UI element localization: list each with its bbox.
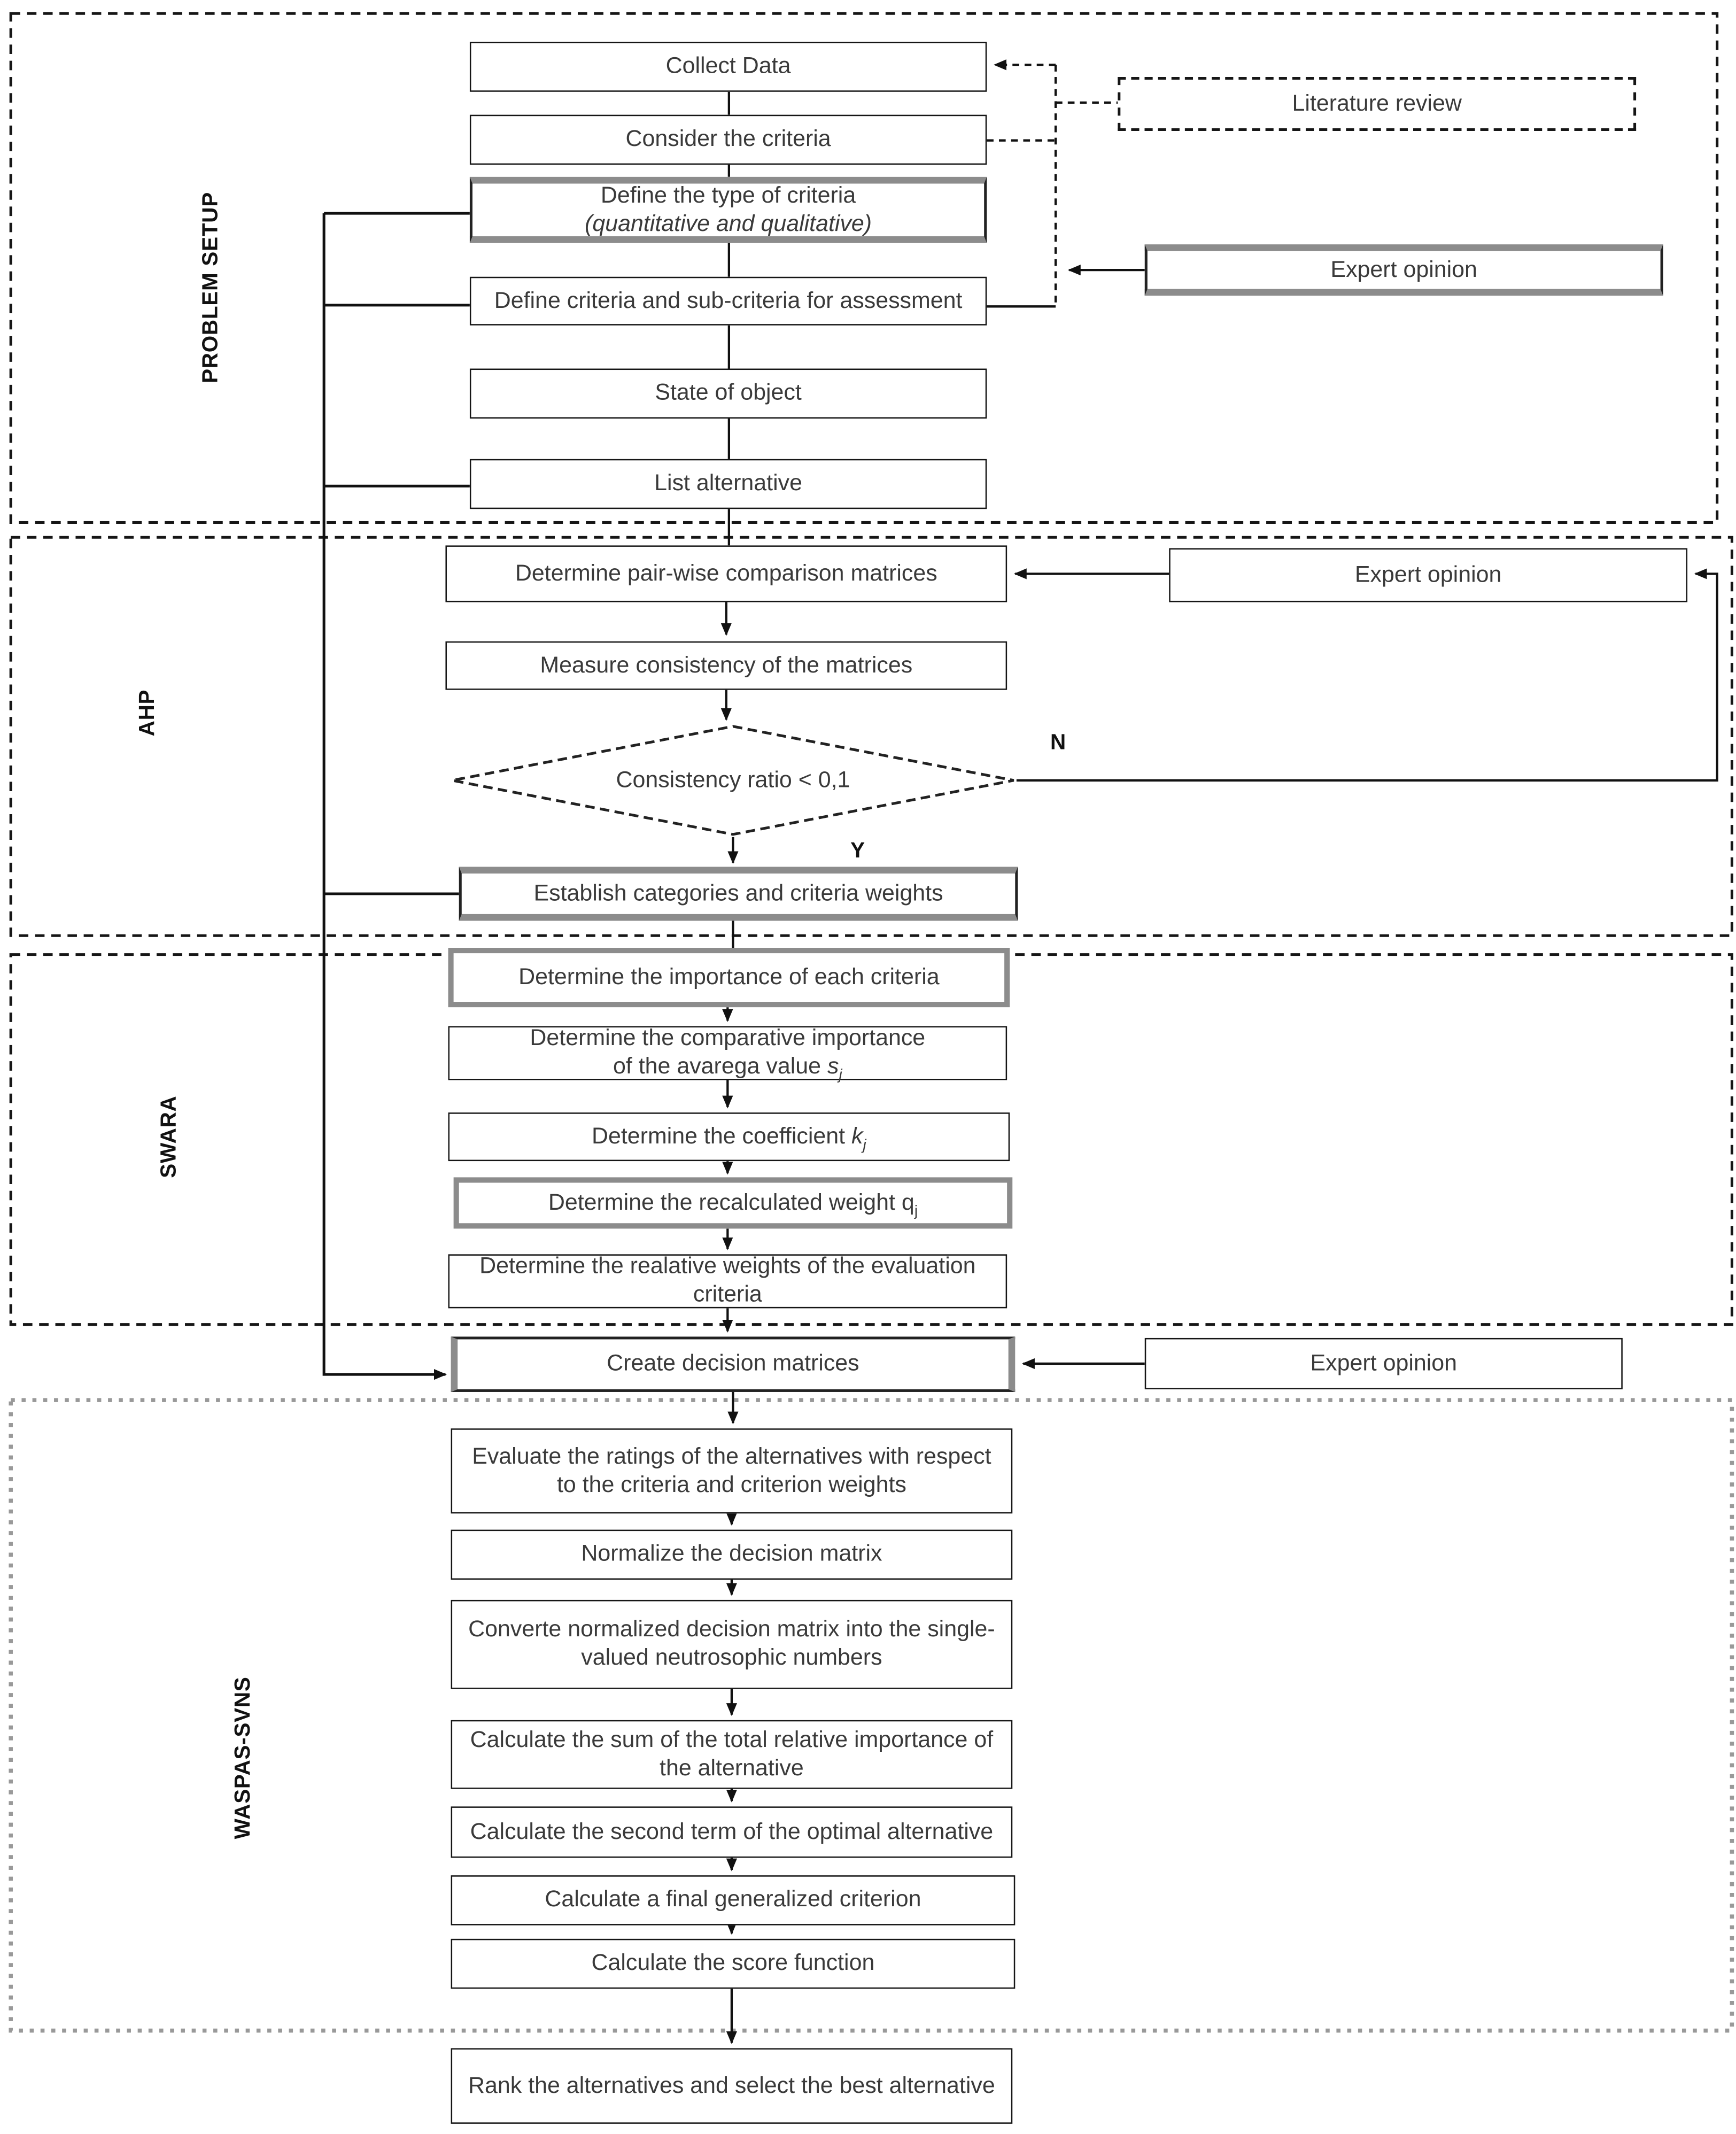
node-state-of-object: State of object bbox=[469, 368, 987, 419]
node-define-criteria-subcriteria: Define criteria and sub-criteria for ass… bbox=[469, 276, 987, 326]
node-normalize-matrix: Normalize the decision matrix bbox=[451, 1529, 1013, 1580]
flow-connectors bbox=[720, 91, 739, 2044]
decision-diamond-label: Consistency ratio < 0,1 bbox=[616, 767, 850, 793]
node-literature-review: Literature review bbox=[1118, 76, 1637, 131]
node-expert-opinion-1: Expert opinion bbox=[1144, 244, 1663, 296]
node-calc-final-criterion: Calculate a final generalized criterion bbox=[451, 1875, 1016, 1926]
section-label-problem-setup: PROBLEM SETUP bbox=[199, 192, 223, 383]
node-comparative-importance: Determine the comparative importance of … bbox=[448, 1025, 1007, 1083]
node-calc-sum-relative-importance: Calculate the sum of the total relative … bbox=[451, 1720, 1013, 1789]
node-consider-criteria: Consider the criteria bbox=[469, 114, 987, 165]
node-recalculated-weight: Determine the recalculated weight qj bbox=[453, 1177, 1013, 1229]
node-convert-neutrosophic: Converte normalized decision matrix into… bbox=[451, 1599, 1013, 1689]
node-define-type-of-criteria: Define the type of criteria(quantitative… bbox=[469, 176, 987, 243]
node-determine-pairwise-matrices: Determine pair-wise comparison matrices bbox=[445, 545, 1007, 602]
decision-diamond-shape bbox=[452, 725, 1014, 836]
node-rank-alternatives: Rank the alternatives and select the bes… bbox=[451, 2048, 1013, 2124]
node-create-decision-matrices: Create decision matrices bbox=[451, 1336, 1016, 1392]
branch-label-yes: Y bbox=[850, 839, 865, 863]
node-calc-second-term: Calculate the second term of the optimal… bbox=[451, 1806, 1013, 1858]
node-establish-categories-weights: Establish categories and criteria weight… bbox=[459, 867, 1018, 921]
node-determine-importance: Determine the importance of each criteri… bbox=[448, 948, 1010, 1008]
node-list-alternative: List alternative bbox=[469, 459, 987, 509]
section-label-ahp: AHP bbox=[136, 689, 160, 737]
node-calc-score-function: Calculate the score function bbox=[451, 1938, 1016, 1989]
node-expert-opinion-2: Expert opinion bbox=[1169, 548, 1688, 602]
section-label-waspas-svns: WASPAS-SVNS bbox=[232, 1676, 255, 1839]
literature-connectors bbox=[987, 59, 1118, 307]
trunk-connectors bbox=[322, 212, 470, 1380]
node-relative-weights: Determine the realative weights of the e… bbox=[448, 1253, 1007, 1309]
node-measure-consistency: Measure consistency of the matrices bbox=[445, 641, 1007, 690]
node-collect-data: Collect Data bbox=[469, 42, 987, 92]
branch-label-no: N bbox=[1050, 731, 1066, 755]
expert-feedback-connectors bbox=[987, 265, 1718, 1370]
section-label-swara: SWARA bbox=[158, 1095, 181, 1178]
node-expert-opinion-3: Expert opinion bbox=[1144, 1337, 1623, 1389]
node-evaluate-ratings: Evaluate the ratings of the alternatives… bbox=[451, 1428, 1013, 1514]
decision-consistency-ratio: Consistency ratio < 0,1 bbox=[449, 724, 1017, 837]
node-determine-coefficient: Determine the coefficient kj bbox=[448, 1112, 1010, 1162]
